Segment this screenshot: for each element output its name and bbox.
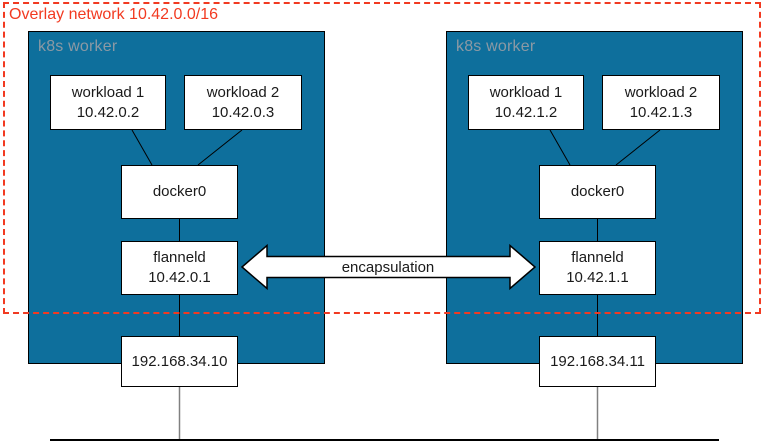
workload-ip: 10.42.0.2 [76, 103, 140, 121]
wire-workload1-docker0-right [549, 129, 571, 166]
wire-workload2-docker0-right [615, 129, 661, 166]
overlay-network-title: Overlay network 10.42.0.0/16 [9, 6, 219, 23]
encapsulation-label: encapsulation [342, 259, 435, 276]
wire-workload1-docker0-left [131, 129, 153, 166]
bridge-name: docker0 [152, 183, 207, 200]
worker-label: k8s worker [456, 38, 536, 55]
workload1-box-right: workload 1 10.42.1.2 [468, 75, 584, 130]
workload-name: workload 2 [206, 83, 280, 101]
workload2-box-left: workload 2 10.42.0.3 [184, 75, 302, 130]
host-ip-box-left: 192.168.34.10 [121, 336, 238, 387]
worker-label: k8s worker [38, 38, 118, 55]
bridge-name: docker0 [570, 183, 625, 200]
workload-name: workload 1 [71, 83, 145, 101]
flannel-ip: 10.42.0.1 [148, 269, 211, 286]
flannel-name: flanneld [571, 249, 624, 266]
docker0-box-right: docker0 [539, 165, 656, 219]
flannel-ip: 10.42.1.1 [566, 269, 629, 286]
workload-ip: 10.42.1.3 [629, 103, 693, 121]
workload-name: workload 1 [489, 83, 563, 101]
host-ip-box-right: 192.168.34.11 [539, 336, 656, 387]
workload-name: workload 2 [624, 83, 698, 101]
flanneld-box-right: flanneld 10.42.1.1 [539, 241, 656, 295]
host-ip: 192.168.34.11 [550, 352, 645, 370]
flannel-name: flanneld [153, 249, 206, 266]
workload1-box-left: workload 1 10.42.0.2 [50, 75, 166, 130]
docker0-box-left: docker0 [121, 165, 238, 219]
workload-ip: 10.42.0.3 [211, 103, 275, 121]
encapsulation-arrow [240, 243, 537, 291]
wire-workload2-docker0-left [197, 129, 243, 166]
workload2-box-right: workload 2 10.42.1.3 [602, 75, 720, 130]
host-ip: 192.168.34.10 [131, 352, 228, 370]
flanneld-box-left: flanneld 10.42.0.1 [121, 241, 238, 295]
workload-ip: 10.42.1.2 [494, 103, 558, 121]
